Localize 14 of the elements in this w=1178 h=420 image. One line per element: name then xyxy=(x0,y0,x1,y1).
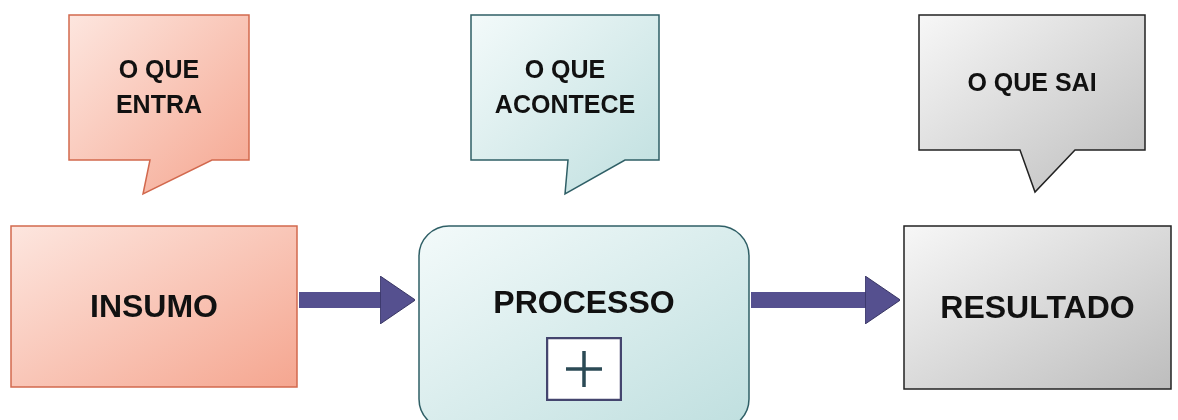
node-text: PROCESSO xyxy=(493,283,675,323)
speech-bubble xyxy=(918,14,1146,193)
node-text: O QUE ENTRA xyxy=(114,54,204,120)
block-arrow xyxy=(299,275,416,325)
box xyxy=(10,225,298,388)
node-text: RESULTADO xyxy=(940,288,1135,328)
speech-bubble xyxy=(68,14,250,195)
block-arrow xyxy=(751,275,901,325)
node-text: O QUE SAI xyxy=(967,66,1097,98)
box xyxy=(903,225,1172,390)
node-text: O QUE ACONTECE xyxy=(493,54,637,120)
node-text: INSUMO xyxy=(90,287,218,327)
process-box xyxy=(418,225,750,420)
speech-bubble xyxy=(470,14,660,195)
